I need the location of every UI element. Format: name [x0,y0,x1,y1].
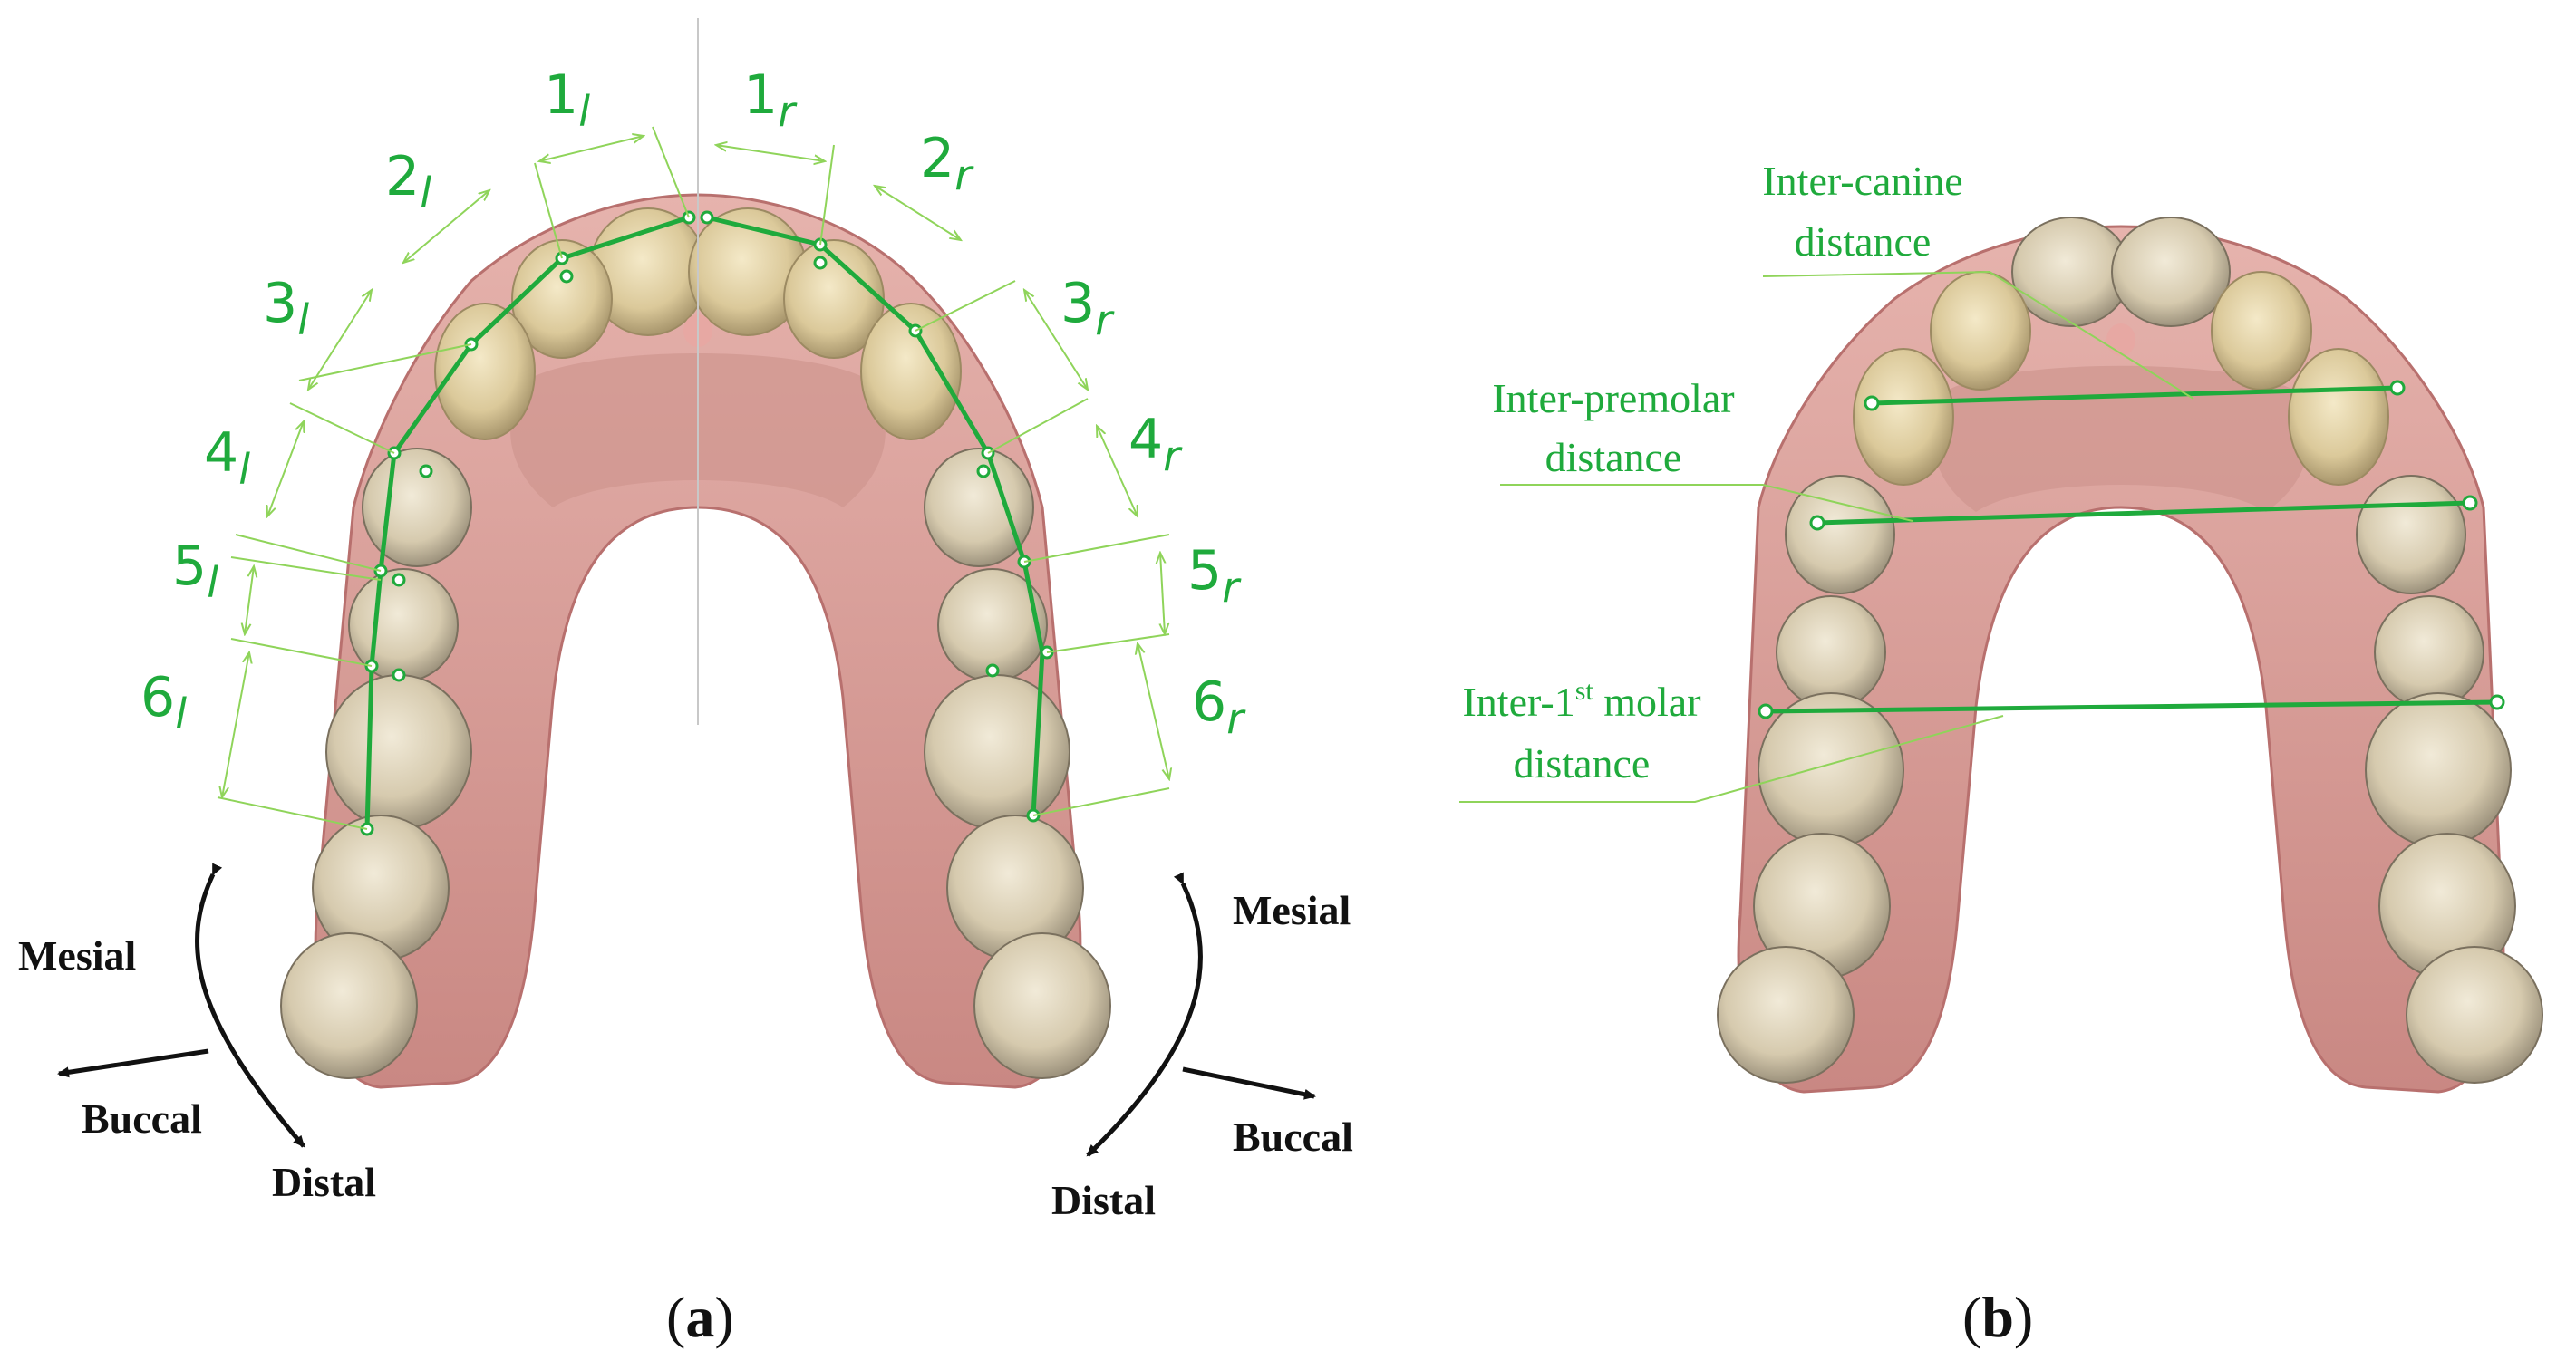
panel-a: 1l 2l 3l 4l 5l 6l 1r 2r 3r 4r 5r 6r Mesi… [18,18,1353,1349]
teeth-anterior-b [1853,217,2389,486]
panel-b: Inter-canine distance Inter-premolar dis… [1459,158,2543,1349]
label-4r: 4r [1128,408,1183,480]
label-distal-right: Distal [1051,1177,1156,1223]
label-distal-left: Distal [272,1159,376,1205]
label-4l: 4l [204,421,250,494]
dimension-guides-right [716,145,1169,816]
label-buccal-left: Buccal [82,1095,202,1142]
caption-b: (b) [1962,1285,2033,1349]
caption-a: (a) [666,1285,734,1349]
label-mesial-left: Mesial [18,932,136,979]
teeth-anterior-a [434,207,962,440]
teeth-left-b [1717,475,1904,1084]
label-3r: 3r [1060,272,1115,344]
direction-indicator-left [57,863,305,1148]
label-2l: 2l [385,145,431,217]
label-inter-premolar-line2: distance [1545,434,1682,480]
label-6l: 6l [140,666,187,738]
label-2r: 2r [920,127,974,199]
label-inter-canine-line2: distance [1795,218,1932,265]
inter-molar-line [1765,699,2498,714]
leader-lines-b [1459,270,2194,803]
label-inter-molar-line1: Inter-1st molar [1462,676,1700,725]
label-inter-premolar-line1: Inter-premolar [1492,375,1734,421]
tooth-labels-left: 1l 2l 3l 4l 5l 6l [140,63,590,738]
teeth-right-b [2356,475,2543,1084]
label-inter-molar-line2: distance [1514,740,1651,786]
measure-lines-b [1765,385,2498,714]
label-1l: 1l [544,63,590,136]
label-5r: 5r [1187,539,1242,612]
label-5l: 5l [172,535,218,607]
inter-premolar-line [1816,500,2471,526]
label-3l: 3l [263,272,309,344]
tooth-labels-right: 1r 2r 3r 4r 5r 6r [743,63,1246,743]
label-buccal-right: Buccal [1233,1114,1353,1160]
arch-points [360,210,1054,836]
label-6r: 6r [1192,671,1246,743]
label-mesial-right: Mesial [1233,887,1351,933]
label-inter-canine-line1: Inter-canine [1762,158,1962,204]
dimension-guides-left [217,126,690,830]
inter-canine-line [1871,385,2398,406]
palate-texture-b [1933,365,2309,512]
teeth-right-a [924,448,1111,1079]
label-1r: 1r [743,63,798,136]
measure-points-b [1758,380,2505,719]
direction-indicator-right [1086,872,1316,1157]
